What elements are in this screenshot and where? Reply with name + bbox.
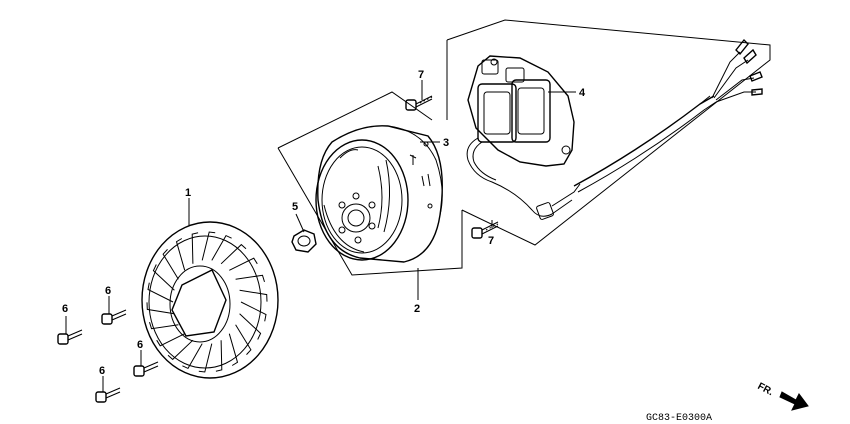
fan-blade bbox=[182, 343, 203, 370]
front-direction-indicator: FR. bbox=[756, 381, 809, 411]
fan-blade bbox=[175, 238, 186, 271]
fan-blade bbox=[191, 232, 199, 264]
assembly-bracket-lines bbox=[277, 19, 771, 276]
stator-coil-assembly bbox=[466, 38, 763, 220]
callout-6-a: 6 bbox=[62, 303, 68, 315]
fan-blade bbox=[149, 321, 179, 330]
screw-6-c bbox=[133, 361, 159, 377]
fan-blade bbox=[146, 302, 175, 315]
bolt-7-upper bbox=[405, 95, 433, 111]
fan-blade bbox=[239, 289, 268, 302]
fan-blade bbox=[235, 274, 265, 283]
fan-blade bbox=[228, 333, 239, 366]
flywheel bbox=[315, 125, 443, 263]
front-arrow-icon bbox=[779, 391, 809, 411]
fan-blade bbox=[220, 243, 247, 265]
fan-blade bbox=[239, 313, 262, 340]
fan-blade bbox=[211, 234, 232, 261]
fan-blade bbox=[235, 324, 252, 355]
leader-lines bbox=[65, 80, 576, 392]
screw-6-d bbox=[95, 387, 121, 403]
fan-blade bbox=[201, 231, 216, 261]
screw-6-b bbox=[101, 309, 127, 325]
fan-blade bbox=[156, 333, 185, 347]
callout-6-c: 6 bbox=[137, 339, 143, 351]
fan-blade bbox=[229, 257, 258, 271]
screw-6-a bbox=[57, 329, 83, 345]
callout-6-d: 6 bbox=[99, 365, 105, 377]
fan-blade bbox=[162, 249, 179, 280]
fan-blade bbox=[152, 264, 175, 291]
callout-7-lower: 7 bbox=[488, 235, 494, 247]
callout-2: 2 bbox=[414, 303, 420, 315]
diagram-code: GC83-E0300A bbox=[646, 413, 712, 424]
fan-blade bbox=[198, 343, 213, 373]
callout-6-b: 6 bbox=[105, 285, 111, 297]
callout-7-upper: 7 bbox=[418, 69, 424, 81]
bolt-7-lower bbox=[471, 221, 499, 239]
fan-blade bbox=[167, 339, 194, 361]
callout-5: 5 bbox=[292, 201, 298, 213]
callout-1: 1 bbox=[185, 187, 191, 199]
fan-blade bbox=[215, 340, 223, 372]
fan-blade bbox=[147, 282, 174, 303]
callout-3: 3 bbox=[443, 137, 449, 149]
callout-4: 4 bbox=[579, 87, 586, 99]
cooling-fan bbox=[141, 221, 279, 379]
direction-label: FR. bbox=[756, 381, 776, 398]
fan-blade bbox=[240, 301, 267, 322]
flywheel-nut bbox=[291, 229, 317, 253]
